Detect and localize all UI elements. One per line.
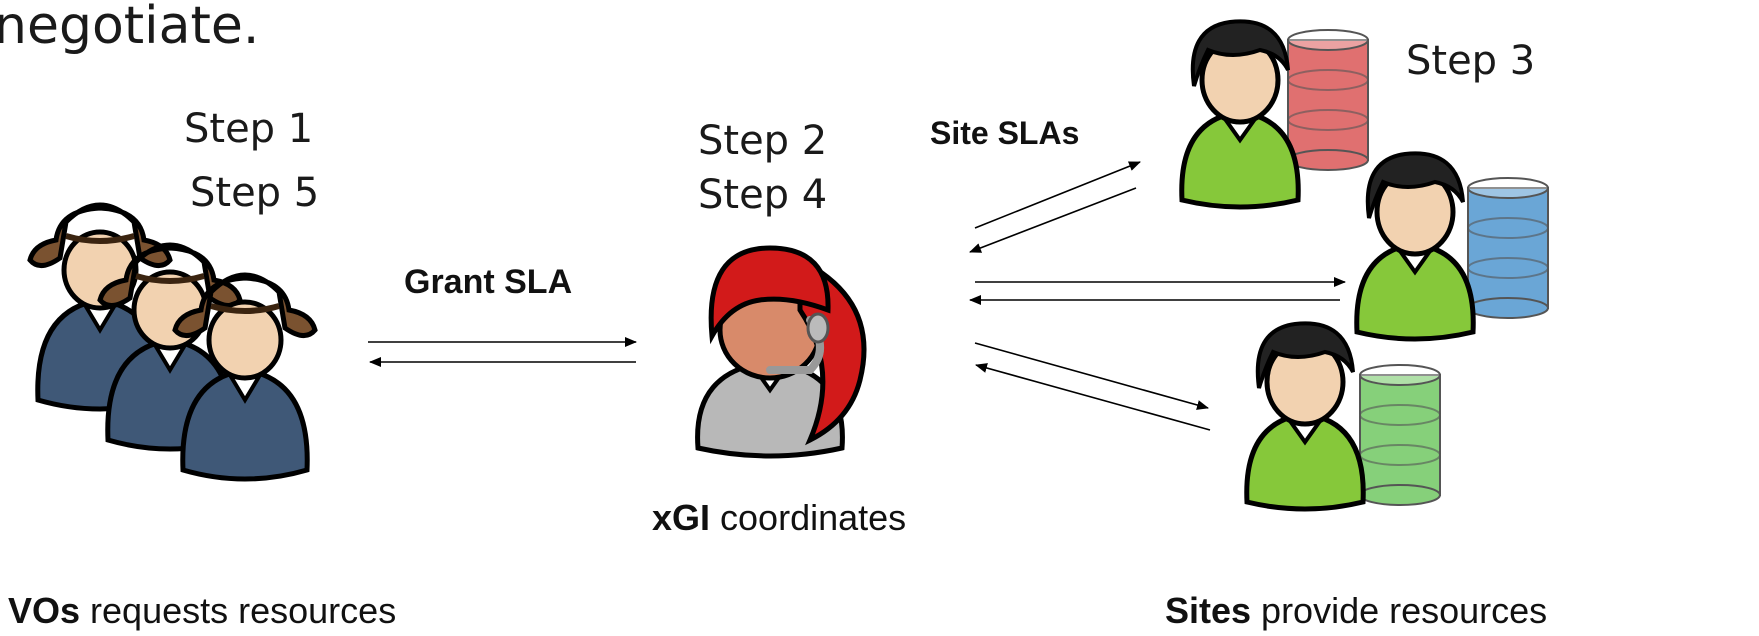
step-3-label: Step 3 (1406, 38, 1536, 84)
xgi-caption: xGI coordinates (652, 497, 906, 539)
arrow-icon (368, 337, 637, 367)
site-slas-label: Site SLAs (930, 115, 1080, 151)
sites-caption-bold: Sites (1165, 590, 1252, 631)
step-2-label: Step 2 (698, 118, 828, 164)
vos-caption: VOs requests resources (8, 590, 396, 632)
site-admin-icon (1247, 323, 1441, 509)
coordinator-icon (695, 245, 867, 459)
step-1-label: Step 1 (184, 106, 314, 152)
database-icon (1287, 29, 1369, 171)
vo-group-icon (30, 205, 315, 479)
grant-sla-label: Grant SLA (404, 263, 573, 301)
step-4-label: Step 4 (698, 172, 828, 218)
sites-caption: Sites provide resources (1165, 590, 1547, 632)
step-5-label: Step 5 (190, 170, 320, 216)
vos-caption-text: requests resources (80, 590, 397, 631)
xgi-caption-text: coordinates (710, 497, 907, 538)
sites-caption-text: provide resources (1251, 590, 1548, 631)
database-icon (1359, 364, 1441, 506)
arrow-icon (969, 161, 1346, 431)
xgi-caption-bold: xGI (652, 497, 711, 538)
site-admin-icon (1357, 153, 1549, 339)
vos-caption-bold: VOs (8, 590, 81, 631)
page-heading: negotiate. (0, 0, 260, 56)
database-icon (1467, 177, 1549, 319)
site-admin-icon (1182, 21, 1369, 207)
